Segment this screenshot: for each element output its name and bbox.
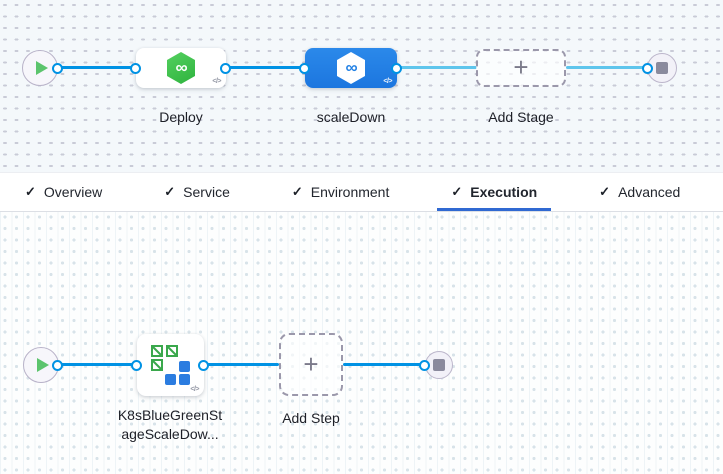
tab-service[interactable]: ✓ Service xyxy=(150,173,244,211)
stage-config-tabbar: ✓ Overview ✓ Service ✓ Environment ✓ Exe… xyxy=(0,172,723,212)
edge-addstage-to-end xyxy=(566,66,648,69)
cd-stage-icon: ∞ xyxy=(167,52,195,84)
connector-dot[interactable] xyxy=(220,63,231,74)
check-icon: ✓ xyxy=(164,184,176,199)
code-icon: </> xyxy=(383,78,392,85)
tab-environment[interactable]: ✓ Environment xyxy=(278,173,404,211)
check-icon: ✓ xyxy=(291,184,303,199)
play-icon xyxy=(36,61,48,75)
check-icon: ✓ xyxy=(451,184,463,199)
tab-label: Execution xyxy=(470,184,538,200)
play-icon xyxy=(37,358,49,372)
harness-infinity-icon: ∞ xyxy=(175,57,187,77)
harness-infinity-icon: ∞ xyxy=(345,57,357,77)
code-icon: </> xyxy=(212,78,221,85)
connector-dot[interactable] xyxy=(391,63,402,74)
stop-icon xyxy=(656,62,668,74)
tab-execution[interactable]: ✓ Execution xyxy=(437,173,551,211)
cd-stage-icon: ∞ xyxy=(337,52,365,84)
stage-label-scaledown: scaleDown xyxy=(316,109,386,125)
connector-dot[interactable] xyxy=(52,63,63,74)
stage-node-deploy[interactable]: ∞ </> xyxy=(136,48,226,88)
stage-label-deploy: Deploy xyxy=(159,109,203,125)
edge-step-to-addstep xyxy=(204,363,279,366)
add-stage-button[interactable]: + xyxy=(476,49,566,87)
add-step-button[interactable]: + xyxy=(279,333,343,396)
step-label-line2: ageScaleDow... xyxy=(121,426,219,442)
step-label-line1: K8sBlueGreenSt xyxy=(117,407,223,423)
execution-start-node xyxy=(23,347,59,383)
edge-scaledown-to-addstage xyxy=(397,66,477,69)
tab-advanced[interactable]: ✓ Advanced xyxy=(585,173,694,211)
connector-dot[interactable] xyxy=(299,63,310,74)
edge-addstep-to-end xyxy=(343,363,425,366)
connector-dot[interactable] xyxy=(130,63,141,74)
connector-dot[interactable] xyxy=(52,359,63,371)
plus-icon: + xyxy=(303,348,319,379)
edge-start-to-step xyxy=(56,363,137,366)
k8s-bluegreen-icon xyxy=(150,345,190,385)
plus-icon: + xyxy=(513,52,529,82)
add-stage-label: Add Stage xyxy=(488,109,554,125)
step-node-k8s-scaledown[interactable]: </> xyxy=(137,334,204,396)
tab-label: Environment xyxy=(310,184,390,200)
add-step-label: Add Step xyxy=(282,410,340,426)
tab-label: Advanced xyxy=(618,184,681,200)
connector-dot[interactable] xyxy=(642,63,653,74)
tab-overview[interactable]: ✓ Overview xyxy=(11,173,116,211)
execution-graph-canvas[interactable]: </> + K8sBlueGreenSt ageScaleDow... Add … xyxy=(0,212,723,474)
step-label: K8sBlueGreenSt ageScaleDow... xyxy=(108,406,232,444)
tab-label: Service xyxy=(183,184,230,200)
stage-graph-canvas[interactable]: ∞ </> ∞ </> + Deploy scaleDown Add Stage xyxy=(0,0,723,172)
stop-icon xyxy=(433,359,445,371)
check-icon: ✓ xyxy=(25,184,36,199)
edge-deploy-to-scaledown xyxy=(226,66,305,69)
check-icon: ✓ xyxy=(599,184,611,199)
tab-label: Overview xyxy=(43,184,103,200)
stage-node-scaledown[interactable]: ∞ </> xyxy=(305,48,397,88)
edge-start-to-deploy xyxy=(56,66,137,69)
connector-dot[interactable] xyxy=(198,359,209,371)
connector-dot[interactable] xyxy=(419,359,430,371)
connector-dot[interactable] xyxy=(131,359,142,371)
code-icon: </> xyxy=(190,386,199,393)
